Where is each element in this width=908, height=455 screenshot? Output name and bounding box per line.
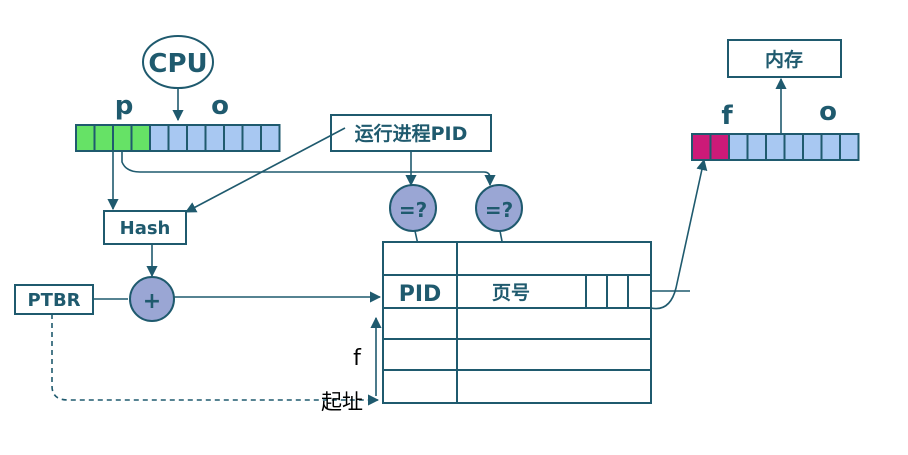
hash-label: Hash — [120, 218, 171, 239]
running-pid-label: 运行进程PID — [355, 122, 468, 145]
o-bit-cell — [260, 124, 281, 152]
hash-box: Hash — [103, 210, 187, 245]
pid-compare-label: =? — [399, 198, 427, 222]
o-bit-cell — [728, 133, 749, 161]
p-bit-cell — [93, 124, 114, 152]
pid-to-hash-arrow — [185, 127, 346, 213]
p-bit-cell — [112, 124, 133, 152]
page-number-column-header: 页号 — [492, 282, 530, 304]
page-compare-node: =? — [475, 184, 523, 232]
inverted-page-table: PID 页号 — [382, 241, 652, 404]
start-address-label: 起址 — [321, 390, 363, 414]
f-bit-cell — [691, 133, 712, 161]
o-bit-cell — [820, 133, 841, 161]
o-bit-cell — [783, 133, 804, 161]
o-right-label: o — [819, 97, 837, 127]
o-bit-cell — [223, 124, 244, 152]
f-bit-cell — [709, 133, 730, 161]
ptbr-box: PTBR — [14, 284, 94, 315]
p-bit-cell — [130, 124, 151, 152]
o-bit-cell — [149, 124, 170, 152]
physical-address-register — [691, 133, 860, 161]
memory-label: 内存 — [765, 48, 803, 71]
page-compare-label: =? — [485, 198, 513, 222]
pid-column-header: PID — [399, 282, 442, 307]
o-bit-cell — [241, 124, 262, 152]
o-label-left: o — [211, 91, 229, 121]
o-bit-cell — [765, 133, 786, 161]
f-right-label: f — [721, 101, 733, 131]
plus-label: + — [143, 289, 161, 314]
plus-node: + — [129, 276, 175, 322]
o-bit-cell — [186, 124, 207, 152]
memory-box: 内存 — [727, 39, 842, 78]
o-bit-cell — [167, 124, 188, 152]
o-bit-cell — [746, 133, 767, 161]
running-pid-box: 运行进程PID — [330, 114, 492, 152]
p-to-compare-arrow — [121, 152, 496, 187]
ptbr-to-start-dashed-arrow — [51, 314, 380, 406]
pid-compare-node: =? — [389, 184, 437, 232]
p-bit-cell — [75, 124, 96, 152]
table-to-frame-arrow — [650, 158, 708, 310]
p-label: p — [115, 91, 134, 121]
cpu-node: CPU — [142, 35, 214, 89]
o-bit-cell — [839, 133, 860, 161]
cpu-label: CPU — [148, 49, 207, 79]
f-left-label: f — [353, 346, 362, 371]
ptbr-label: PTBR — [27, 290, 80, 311]
logical-address-register — [75, 124, 281, 152]
o-bit-cell — [204, 124, 225, 152]
o-bit-cell — [802, 133, 823, 161]
